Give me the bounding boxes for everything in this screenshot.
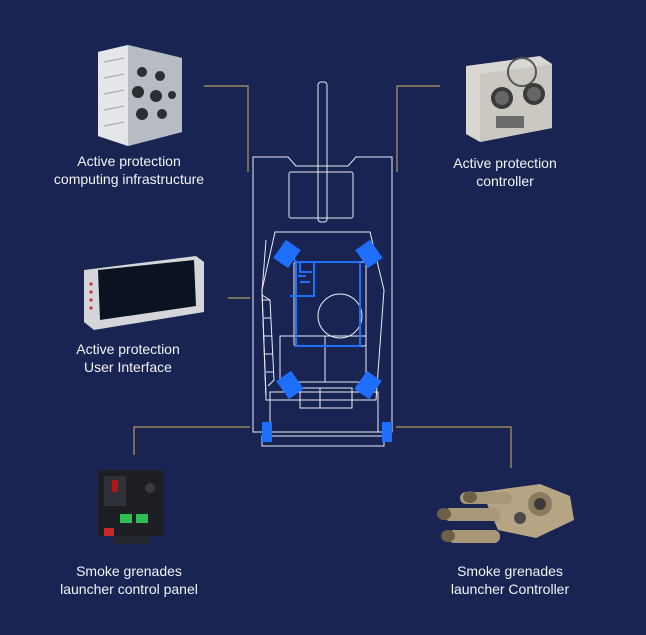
- label-smoke-panel: Smoke grenades launcher control panel: [36, 562, 222, 598]
- label-smoke-panel-line2: launcher control panel: [60, 581, 198, 597]
- sensor-front-left: [273, 239, 301, 269]
- sensor-rear-right: [354, 370, 382, 400]
- label-computing-line1: Active protection: [77, 153, 181, 169]
- rugged-computer-box-icon: [98, 45, 182, 146]
- label-computing: Active protection computing infrastructu…: [22, 152, 236, 188]
- leader-line-computing: [204, 85, 249, 172]
- sensor-blocks: [262, 239, 392, 442]
- label-ui-line2: User Interface: [84, 359, 172, 375]
- grenade-launcher-icon: [437, 484, 574, 543]
- label-controller-line1: Active protection: [453, 155, 557, 171]
- leader-line-smoke-panel: [133, 426, 250, 455]
- label-controller-line2: controller: [476, 173, 534, 189]
- label-ui-line1: Active protection: [76, 341, 180, 357]
- label-controller: Active protection controller: [430, 154, 580, 190]
- sensor-front-right: [355, 239, 383, 269]
- controller-box-icon: [466, 56, 552, 142]
- label-smoke-controller-line1: Smoke grenades: [457, 563, 563, 579]
- sensor-rear-left: [276, 370, 304, 400]
- launcher-left: [262, 422, 272, 442]
- tablet-display-icon: [84, 256, 204, 330]
- leader-lines: [133, 85, 512, 468]
- tank-outline-icon: [252, 81, 393, 447]
- label-smoke-controller: Smoke grenades launcher Controller: [428, 562, 592, 598]
- control-panel-icon: [97, 470, 165, 544]
- label-smoke-panel-line1: Smoke grenades: [76, 563, 182, 579]
- leader-line-controller: [396, 85, 440, 172]
- leader-line-smoke-controller: [396, 426, 512, 468]
- launcher-right: [382, 422, 392, 442]
- label-smoke-controller-line2: launcher Controller: [450, 581, 570, 597]
- label-ui: Active protection User Interface: [58, 340, 198, 376]
- label-computing-line2: computing infrastructure: [53, 171, 205, 187]
